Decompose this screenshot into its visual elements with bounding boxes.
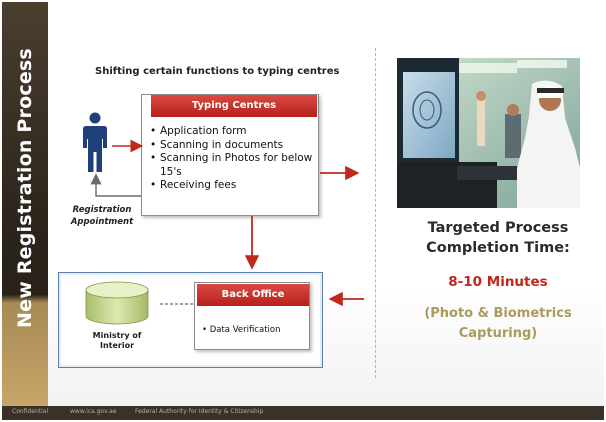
back-office-header: Back Office <box>197 284 309 306</box>
target-time: 8-10 Minutes <box>448 274 548 290</box>
back-office-item-label: Data Verification <box>209 325 281 335</box>
side-title: New Registration Process <box>14 48 36 328</box>
ministry-of-interior-label: Ministry of Interior <box>92 331 142 350</box>
target-note: (Photo & Biometrics Capturing) <box>424 306 572 341</box>
section-divider <box>375 48 376 378</box>
typing-centres-list: Application form Scanning in documents S… <box>150 125 315 193</box>
side-band <box>2 2 48 420</box>
list-item: Scanning in Photos for below 15's <box>150 152 315 179</box>
typing-centres-header: Typing Centres <box>151 95 317 117</box>
list-item: Application form <box>150 125 315 139</box>
footer-band <box>2 406 604 420</box>
registration-appointment-label: Registration Appointment <box>70 205 134 227</box>
footer-text: Federal Authority for Identity & Citizen… <box>135 408 264 415</box>
list-item: Receiving fees <box>150 179 315 193</box>
footer-text: Confidential <box>12 408 49 415</box>
list-item: Scanning in documents <box>150 139 315 153</box>
target-title: Targeted Process Completion Time: <box>426 220 570 256</box>
person-icon <box>83 112 107 172</box>
biometrics-photo <box>397 58 580 208</box>
slide-heading: Shifting certain functions to typing cen… <box>95 66 340 77</box>
footer-text: www.ica.gov.ae <box>70 408 117 415</box>
back-office-item: • Data Verification <box>202 325 281 335</box>
